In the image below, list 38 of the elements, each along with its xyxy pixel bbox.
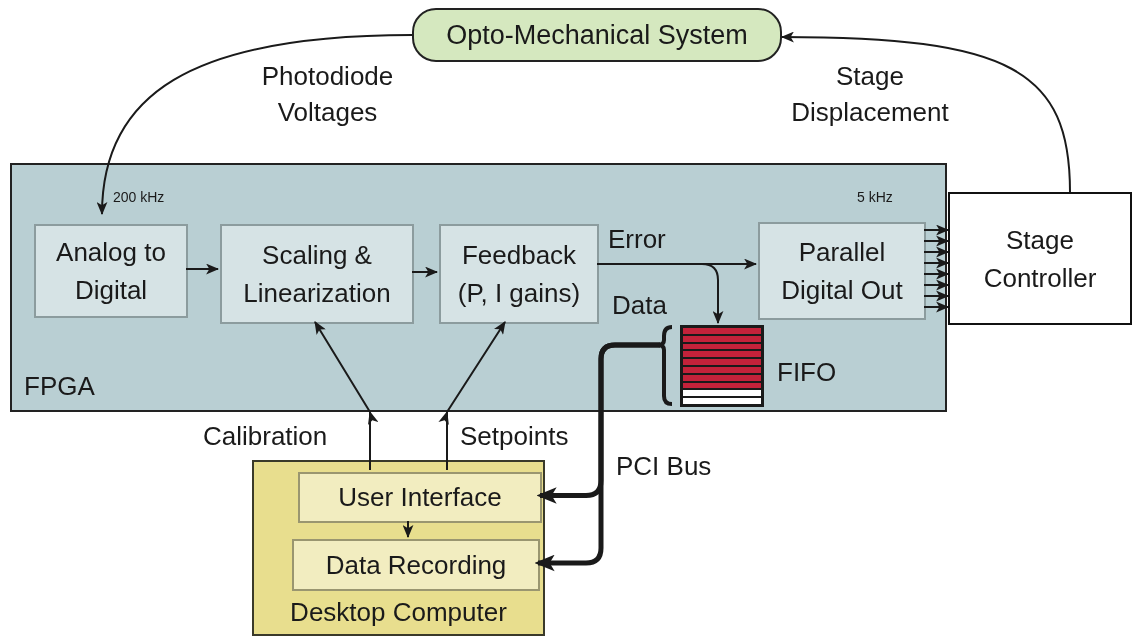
arrow xyxy=(314,321,378,471)
fpga-panel xyxy=(10,163,947,412)
edge-label: PCI Bus xyxy=(616,450,712,483)
process-box: Analog to Digital xyxy=(34,224,188,318)
process-box: User Interface xyxy=(298,472,542,523)
edge-label: Data xyxy=(612,289,667,322)
process-box: Feedback (P, I gains) xyxy=(439,224,599,324)
edge-label: Error xyxy=(608,223,666,256)
arrow xyxy=(402,520,414,539)
arrow xyxy=(923,257,950,269)
arrow xyxy=(923,246,950,258)
buffer-label: FIFO xyxy=(777,356,837,389)
edge-label: Calibration xyxy=(203,420,328,453)
controller-box: Stage Controller xyxy=(948,192,1132,325)
arrow xyxy=(923,301,950,313)
arrow xyxy=(923,290,950,302)
arrow xyxy=(780,31,1071,193)
arrow xyxy=(438,321,506,471)
process-box: Parallel Digital Out xyxy=(758,222,926,320)
panel-title: FPGA xyxy=(24,370,95,403)
edge-label: Photodiode Voltages xyxy=(260,60,395,129)
frequency-label: 200 kHz xyxy=(113,188,165,207)
arrow xyxy=(923,268,950,280)
process-box: Data Recording xyxy=(292,539,540,591)
arrow xyxy=(185,263,220,275)
arrow xyxy=(923,224,950,236)
edge-label: Setpoints xyxy=(460,420,569,453)
frequency-label: 5 kHz xyxy=(857,188,893,207)
system-pill: Opto-Mechanical System xyxy=(412,8,782,62)
panel-title: Desktop Computer xyxy=(289,596,508,629)
arrow xyxy=(923,279,950,291)
process-box: Scaling & Linearization xyxy=(220,224,414,324)
computer-panel xyxy=(252,460,545,636)
bus-arrow xyxy=(534,342,660,572)
arrow xyxy=(97,34,413,216)
edge-label: Stage Displacement xyxy=(790,60,950,129)
arrow xyxy=(411,266,439,278)
arrow xyxy=(923,235,950,247)
